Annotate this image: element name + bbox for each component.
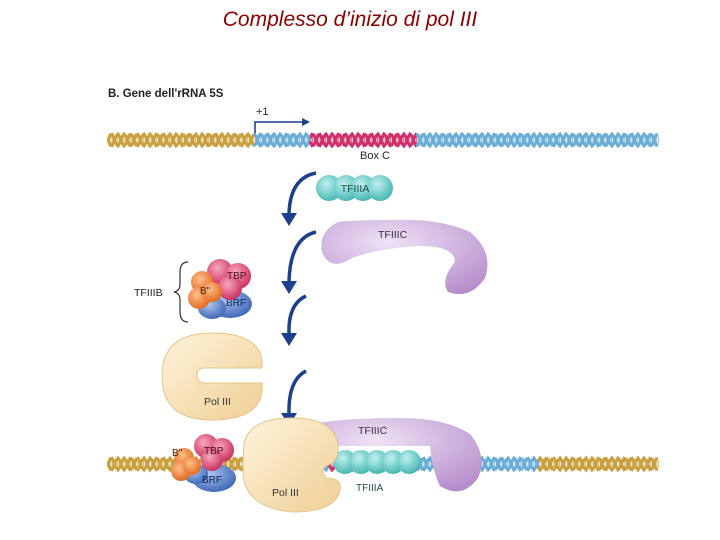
box-c-label: Box C (360, 150, 390, 162)
final-tbp-label: TBP (204, 446, 224, 457)
dna-strand (536, 455, 659, 473)
pol3-enzyme: Pol III (161, 332, 263, 421)
final-tfiiia-label: TFIIIA (356, 483, 384, 494)
slide-title: Complesso d’inizio di pol III (222, 8, 478, 31)
tbp-bound: TBP (194, 434, 234, 471)
final-brf-label: BRF (202, 475, 222, 486)
final-tfiiic-label: TFIIIC (358, 425, 388, 437)
step-arrows (287, 171, 317, 416)
start-site-label: +1 (256, 106, 269, 118)
pol3-label: Pol III (204, 396, 231, 408)
dna-helix-top (106, 131, 660, 149)
tfiiia-label: TFIIIA (341, 183, 370, 195)
initiation-complex: TFIIIC TFIIIA Pol III BRF TBP (171, 417, 482, 513)
b-double-prime-protein: B" (188, 271, 222, 309)
brf-label: BRF (226, 298, 246, 309)
tbp-protein: TBP (207, 259, 251, 300)
dna-strand (252, 131, 314, 149)
dna-strand (415, 131, 659, 149)
b-double-prime-label: B" (200, 286, 211, 297)
tfiiic-protein: TFIIIC (321, 219, 488, 295)
tfiiic-label: TFIIIC (378, 229, 408, 241)
pol3-bound: Pol III (242, 417, 341, 513)
dna-strand (106, 131, 256, 149)
tfiiia-protein: TFIIIA (316, 175, 393, 201)
start-site-arrowhead (302, 118, 310, 126)
tfiiia-bound: TFIIIA (333, 450, 421, 494)
final-pol3-label: Pol III (272, 487, 299, 499)
tfiiib-bracket (173, 261, 189, 323)
dna-strand (308, 131, 419, 149)
tbp-label: TBP (227, 271, 247, 282)
b-double-prime-bound: B" (171, 448, 201, 481)
tfiiib-complex: TFIIIB BRF TBP B" (134, 259, 252, 323)
tfiiic-bound: TFIIIC (304, 418, 482, 492)
start-site-arrow (254, 121, 302, 136)
final-b-double-prime-label: B" (172, 448, 183, 459)
tfiiib-bracket-label: TFIIIB (134, 287, 163, 299)
step-arrowheads (281, 213, 297, 426)
panel-label: B. Gene dell'rRNA 5S (108, 88, 224, 100)
dna-strand (106, 131, 256, 149)
dna-strand (536, 455, 659, 473)
